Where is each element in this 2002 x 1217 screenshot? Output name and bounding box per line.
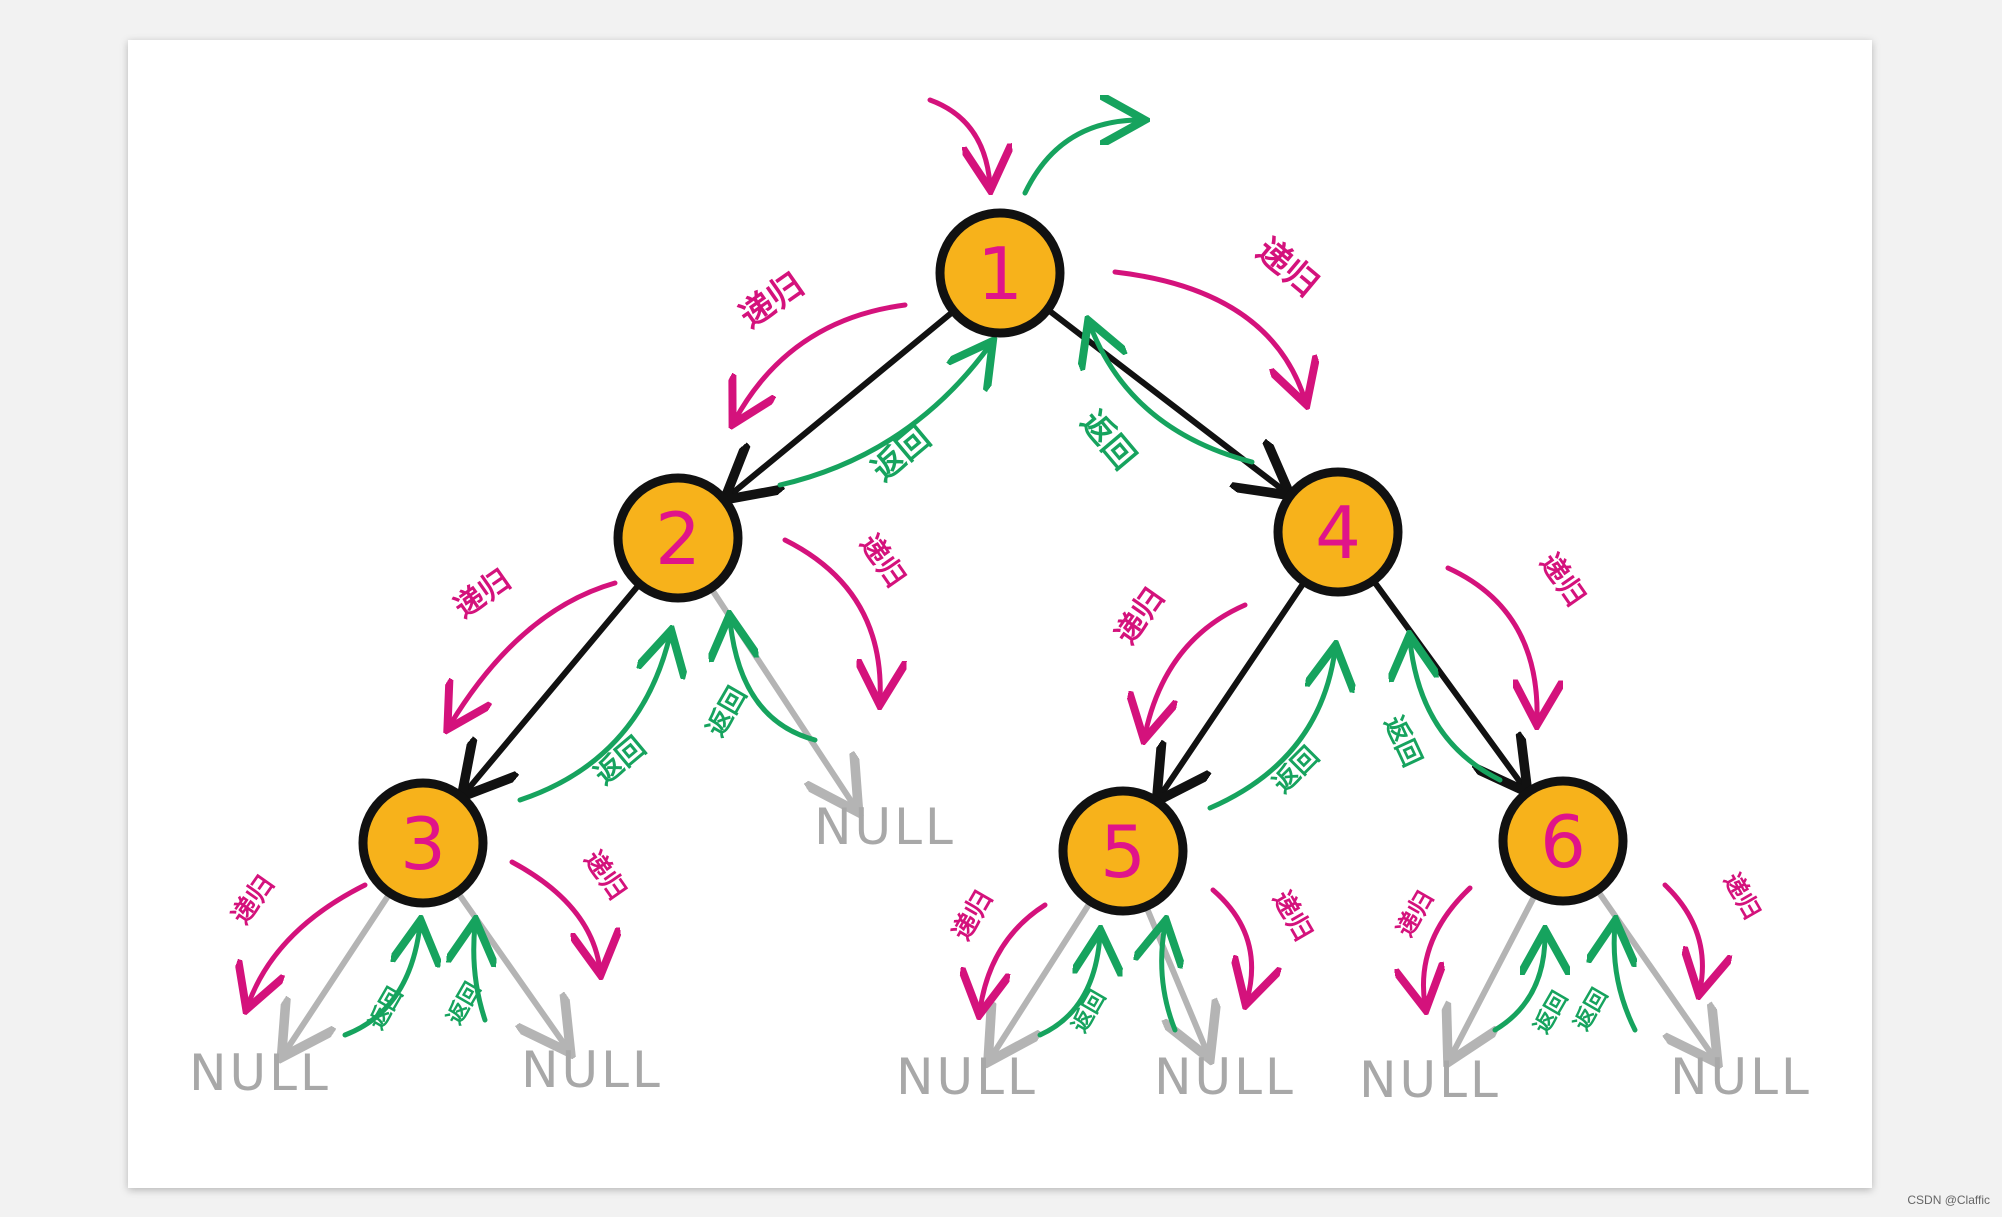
edge-2-to-3 [465, 579, 644, 792]
tree-node-2: 2 [613, 473, 743, 603]
node-circle [1273, 467, 1403, 597]
return-arrow-null-5-l [1037, 935, 1100, 1038]
edge-4-to-6 [1369, 575, 1524, 788]
node-label: 3 [400, 802, 446, 886]
recurse-arrow-2-3 [450, 580, 618, 725]
return-arrow-null-2 [730, 620, 818, 743]
recurse-arrow-4-6 [1445, 565, 1537, 720]
recurse-arrow-1-4 [1112, 269, 1305, 400]
recurse-arrow-5-null-r [1210, 887, 1252, 1000]
tree-nodes: 1 2 3 4 5 6 [358, 208, 1628, 916]
watermark: CSDN @Claffic [1907, 1193, 1990, 1207]
return-arrow-null-3-r [474, 925, 485, 1023]
null-label-6r: NULL [1670, 1048, 1812, 1106]
null-label-5r: NULL [1154, 1048, 1296, 1106]
edge-4-to-5 [1160, 577, 1309, 796]
recurse-arrow-root [927, 97, 990, 185]
recurse-arrow-2-null [782, 537, 880, 700]
return-arrow-null-5-r [1162, 925, 1175, 1033]
return-arrow-null-6-r [1614, 925, 1635, 1033]
recurse-arrow-6-null-r [1662, 882, 1702, 990]
node-label: 1 [977, 232, 1023, 316]
null-label-2r: NULL [814, 798, 956, 856]
null-label-6l: NULL [1359, 1051, 1501, 1109]
return-arrow-3-2 [517, 635, 670, 803]
return-arrow-null-6-l [1492, 935, 1545, 1033]
recurse-arrow-5-null-l [980, 902, 1048, 1010]
tree-node-1: 1 [935, 208, 1065, 338]
null-label-3r: NULL [521, 1041, 663, 1099]
edge-1-to-2 [729, 306, 959, 496]
recurse-arrow-1-2 [735, 302, 908, 420]
return-arrow-2-1 [777, 345, 990, 488]
tree-node-6: 6 [1498, 776, 1628, 906]
recurse-arrow-4-5 [1145, 602, 1248, 735]
return-arrow-null-3-l [342, 925, 420, 1038]
return-arrow-6-4 [1410, 640, 1503, 783]
node-label: 6 [1540, 800, 1586, 884]
return-arrow-root [1022, 120, 1140, 196]
null-label-3l: NULL [189, 1044, 331, 1102]
node-circle [613, 473, 743, 603]
node-circle [1058, 786, 1188, 916]
recurse-arrow-6-null-l [1423, 885, 1473, 1005]
return-arrow-5-4 [1207, 650, 1335, 811]
node-label: 4 [1315, 491, 1361, 575]
tree-node-4: 4 [1273, 467, 1403, 597]
node-circle [1498, 776, 1628, 906]
recurse-arrow-3-null-l [248, 882, 368, 1005]
node-circle [935, 208, 1065, 338]
recursion-flow-arrows [248, 97, 1702, 1038]
tree-node-5: 5 [1058, 786, 1188, 916]
node-label: 2 [655, 497, 701, 581]
edge-6-to-null-6l [1451, 889, 1540, 1057]
tree-node-3: 3 [358, 778, 488, 908]
node-label: 5 [1100, 810, 1146, 894]
return-arrow-4-1 [1090, 325, 1255, 465]
null-label-5l: NULL [896, 1048, 1038, 1106]
null-leaves: NULL NULL NULL NULL NULL NULL NULL [189, 798, 1812, 1109]
recurse-arrow-3-null-r [509, 859, 600, 970]
edge-3-to-null-3l [285, 888, 395, 1052]
node-circle [358, 778, 488, 908]
